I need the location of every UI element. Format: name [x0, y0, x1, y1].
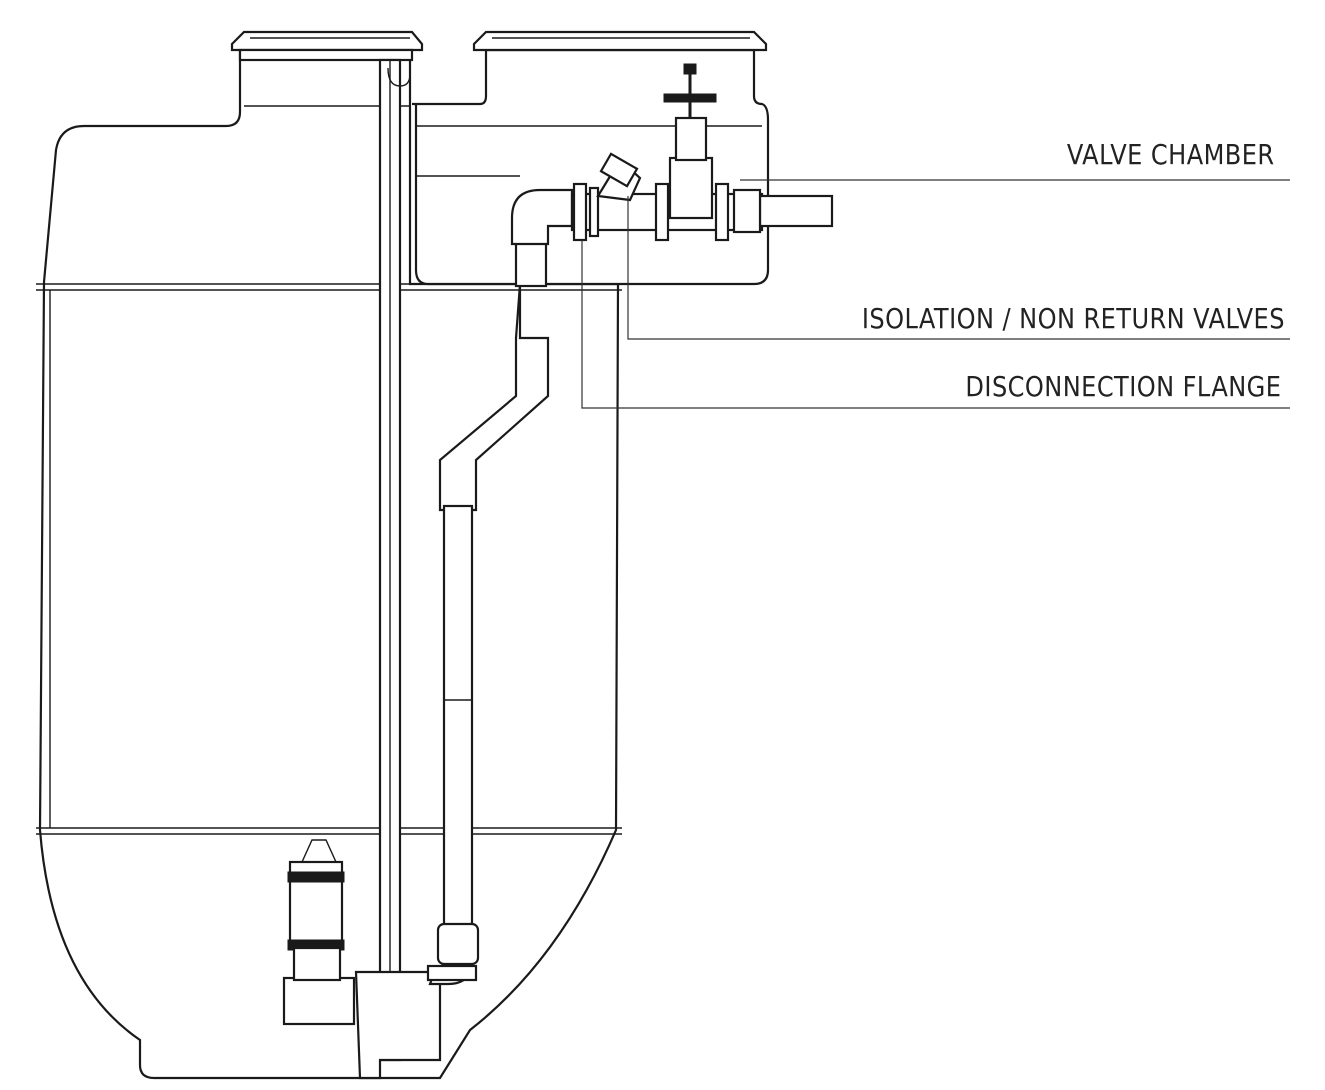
guide-rail-hook — [387, 67, 411, 87]
left-cover-frame — [238, 48, 414, 62]
chamber-elbow — [510, 188, 574, 246]
pump-top-band — [287, 871, 345, 883]
riser-pipe-lower — [442, 504, 474, 928]
valve-chamber-body — [412, 48, 770, 286]
pump-volute — [282, 976, 356, 1026]
gate-valve-bonnet — [674, 116, 708, 162]
left-access-cover — [230, 30, 424, 52]
gate-valve-body — [668, 156, 714, 220]
label-valve-chamber: VALVE CHAMBER — [1067, 138, 1275, 171]
valve-flange-right — [714, 182, 730, 242]
outlet-coupling — [732, 188, 762, 234]
valve-stem-nut — [683, 63, 697, 75]
riser-pipe — [438, 283, 550, 512]
riser-foot-coupling — [436, 922, 480, 966]
tank-body — [38, 50, 620, 1080]
right-access-cover — [472, 30, 768, 52]
base-flange — [426, 964, 478, 982]
label-disconnection-flange: DISCONNECTION FLANGE — [965, 370, 1281, 403]
leader-isolation-valves — [627, 196, 1290, 340]
valve-handwheel — [663, 93, 717, 103]
leader-disconnection-flange — [581, 240, 1290, 409]
pump-lower-body — [292, 946, 342, 982]
outlet-pipe — [758, 194, 834, 228]
disconnection-flange — [572, 182, 588, 242]
nrv-cap — [599, 152, 639, 188]
disconnection-flange-2 — [588, 186, 600, 238]
pump-handle — [301, 839, 337, 863]
label-isolation-valves: ISOLATION / NON RETURN VALVES — [861, 302, 1285, 335]
riser-pipe-upper — [514, 238, 548, 288]
valve-flange-left — [654, 182, 670, 242]
